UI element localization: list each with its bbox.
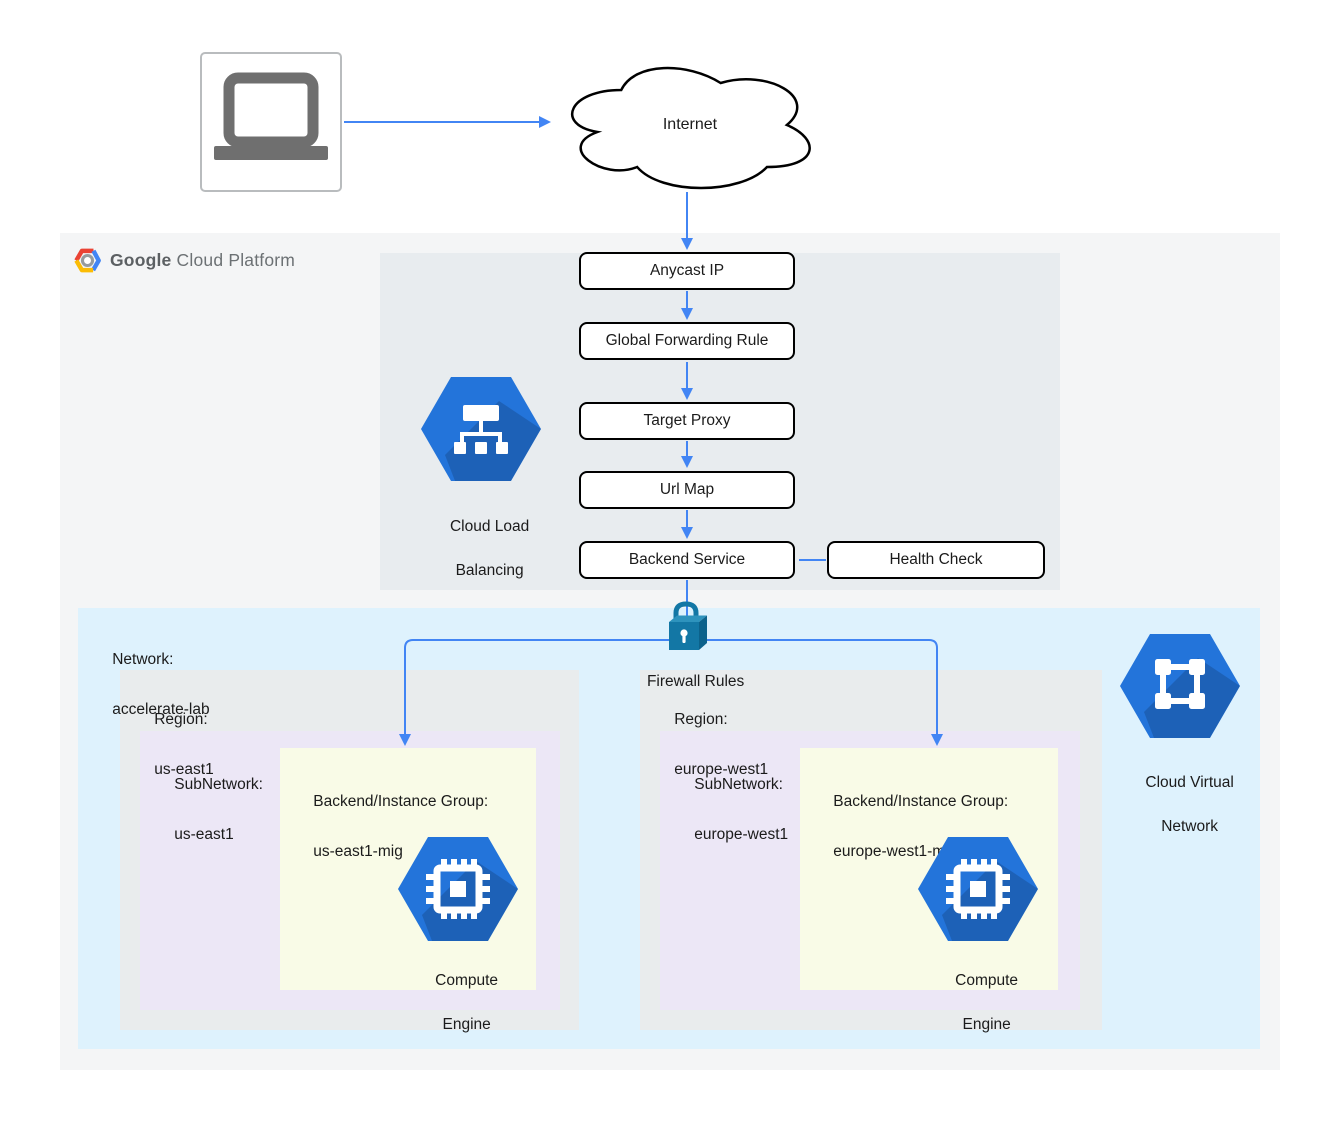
anycast-ip-label: Anycast IP xyxy=(649,262,725,279)
instance-group-europe-west1-label: Backend/Instance Group: europe-west1-mig xyxy=(833,793,1009,860)
cloud-shape xyxy=(570,66,811,190)
health-check-box: Health Check xyxy=(827,541,1045,579)
internet-cloud: Internet xyxy=(570,66,811,190)
gcp-brand-text: Google Cloud Platform xyxy=(110,250,295,271)
subnetwork-europe-west1-label: SubNetwork: europe-west1 xyxy=(694,776,789,843)
instance-group-us-east1-label: Backend/Instance Group: us-east1-mig xyxy=(313,793,489,860)
gcp-logo-icon xyxy=(74,248,101,273)
target-proxy-box: Target Proxy xyxy=(579,402,795,440)
firewall-rules-label: Firewall Rules xyxy=(646,673,745,690)
compute-engine-us-east1-label: Compute Engine xyxy=(435,972,499,1033)
url-map-label: Url Map xyxy=(659,481,715,498)
internet-label: Internet xyxy=(663,116,718,133)
global-forwarding-rule-label: Global Forwarding Rule xyxy=(605,332,769,349)
laptop-icon xyxy=(214,72,328,160)
cloud-load-balancing-label: Cloud Load Balancing xyxy=(449,518,530,579)
brand-google: Google xyxy=(110,250,172,270)
cloud-virtual-network-icon xyxy=(1120,634,1240,738)
firewall-lock-icon xyxy=(669,601,707,650)
client-node xyxy=(200,52,342,192)
cloud-virtual-network-label: Cloud Virtual Network xyxy=(1145,774,1234,835)
anycast-ip-box: Anycast IP xyxy=(579,252,795,290)
cloud-load-balancing-icon xyxy=(421,377,541,481)
health-check-label: Health Check xyxy=(889,551,983,568)
compute-engine-icon xyxy=(398,837,518,941)
backend-service-label: Backend Service xyxy=(628,551,746,568)
arrow-firewall-to-europe-west1 xyxy=(687,639,943,746)
subnetwork-us-east1-label: SubNetwork: us-east1 xyxy=(174,776,263,843)
region-us-east1-label: Region: us-east1 xyxy=(154,711,214,778)
global-forwarding-rule-box: Global Forwarding Rule xyxy=(579,322,795,360)
network-label: Network: accelerate-lab xyxy=(112,651,210,718)
target-proxy-label: Target Proxy xyxy=(643,412,731,429)
url-map-box: Url Map xyxy=(579,471,795,509)
compute-engine-europe-west1-label: Compute Engine xyxy=(955,972,1019,1033)
gcp-brand: Google Cloud Platform xyxy=(74,247,295,274)
brand-cloud-platform: Cloud Platform xyxy=(176,250,296,270)
backend-service-box: Backend Service xyxy=(579,541,795,579)
arrow-firewall-to-us-east1 xyxy=(399,639,687,746)
compute-engine-icon xyxy=(918,837,1038,941)
region-europe-west1-label: Region: europe-west1 xyxy=(674,711,769,778)
